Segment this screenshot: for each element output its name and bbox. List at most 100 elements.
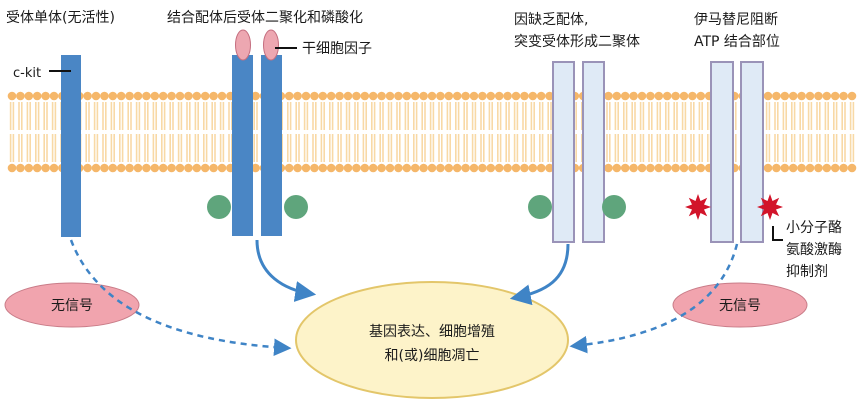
lipid-head xyxy=(788,91,798,101)
lipid-head xyxy=(284,163,294,173)
lipid-head xyxy=(536,163,546,173)
label-outcome-line1: 基因表达、细胞增殖 xyxy=(369,323,495,340)
lipid-head xyxy=(158,163,168,173)
lipid-head xyxy=(461,163,470,173)
mutant-receptor-left xyxy=(552,61,575,243)
no-signal-ellipse-left xyxy=(4,282,140,328)
lipid-head xyxy=(360,91,370,101)
lipid-head xyxy=(209,91,218,101)
lipid-head xyxy=(41,163,50,173)
lipid-head xyxy=(251,163,260,173)
lipid-head xyxy=(150,163,160,173)
lipid-head xyxy=(452,163,462,173)
lipid-head xyxy=(167,91,176,101)
lipid-head xyxy=(335,91,344,101)
lipid-head xyxy=(318,91,328,101)
lipid-head xyxy=(646,163,655,173)
label-outcome-line2: 和(或)细胞凋亡 xyxy=(385,348,480,364)
lipid-head xyxy=(486,91,496,101)
lipid-head xyxy=(679,91,689,101)
lipid-head xyxy=(32,91,42,101)
lipid-head xyxy=(335,163,344,173)
lipid-head xyxy=(452,91,462,101)
lipid-head xyxy=(343,91,353,101)
lipid-head xyxy=(326,91,336,101)
tki-pointer-line xyxy=(772,226,783,241)
lipid-head xyxy=(284,91,294,101)
blocked-receptor-left xyxy=(710,61,734,243)
outcome-ellipse xyxy=(295,281,569,399)
label-monomer-inactive: 受体单体(无活性) xyxy=(6,10,115,26)
lipid-head xyxy=(310,91,319,101)
label-no-signal-right: 无信号 xyxy=(719,298,761,314)
lipid-head xyxy=(368,163,378,173)
lipid-head xyxy=(91,91,101,101)
stem-cell-factor-ligand-left xyxy=(235,29,251,61)
lipid-head xyxy=(301,91,311,101)
label-imatinib-line1: 伊马替尼阻断 xyxy=(694,12,778,28)
receptor-dimer-right xyxy=(261,55,282,236)
lipid-head xyxy=(436,163,445,173)
lipid-head xyxy=(385,163,395,173)
lipid-head xyxy=(637,91,647,101)
lipid-head xyxy=(688,91,697,101)
lipid-head xyxy=(125,163,134,173)
lipid-head xyxy=(839,91,848,101)
lipid-head xyxy=(545,163,554,173)
label-tki-line2: 氨酸激酶 xyxy=(786,241,842,258)
lipid-head xyxy=(419,163,428,173)
lipid-head xyxy=(32,163,42,173)
lipid-head xyxy=(545,91,554,101)
lipid-head xyxy=(780,91,790,101)
lipid-head xyxy=(536,91,546,101)
lipid-head xyxy=(797,163,806,173)
lipid-head xyxy=(167,163,176,173)
lipid-head xyxy=(444,91,454,101)
dashed-arrow-monomer-to-outcome xyxy=(69,239,292,356)
lipid-head xyxy=(822,163,832,173)
lipid-head xyxy=(150,91,160,101)
lipid-head xyxy=(142,91,151,101)
lipid-head xyxy=(654,91,664,101)
lipid-head xyxy=(612,163,622,173)
lipid-head xyxy=(679,163,689,173)
lipid-head xyxy=(847,91,857,101)
lipid-head xyxy=(175,91,185,101)
lipid-head xyxy=(671,91,680,101)
lipid-head xyxy=(511,163,521,173)
lipid-head xyxy=(377,91,386,101)
label-mutant-line2: 突变受体形成二聚体 xyxy=(514,34,640,50)
lipid-head xyxy=(360,163,370,173)
lipid-head xyxy=(629,91,638,101)
label-tki-line1: 小分子酪 xyxy=(786,220,842,236)
inhibitor-star-left-icon xyxy=(685,194,711,220)
lipid-head xyxy=(217,163,227,173)
label-no-signal-left: 无信号 xyxy=(51,298,93,314)
lipid-head xyxy=(83,163,92,173)
lipid-head xyxy=(301,163,311,173)
lipid-head xyxy=(209,163,218,173)
phosphate-group-right xyxy=(284,195,308,219)
lipid-head xyxy=(696,163,706,173)
lipid-head xyxy=(478,91,487,101)
lipid-head xyxy=(125,91,134,101)
lipid-head xyxy=(16,163,25,173)
lipid-head xyxy=(91,163,101,173)
lipid-head xyxy=(410,163,420,173)
lipid-head xyxy=(662,163,672,173)
lipid-head xyxy=(830,163,840,173)
arrow-dimer-to-outcome xyxy=(255,239,317,302)
lipid-head xyxy=(7,91,17,101)
lipid-head xyxy=(200,91,210,101)
lipid-head xyxy=(427,163,437,173)
lipid-head xyxy=(763,91,773,101)
lipid-head xyxy=(814,91,823,101)
lipid-head xyxy=(469,91,479,101)
lipid-head xyxy=(83,91,92,101)
lipid-head xyxy=(520,91,529,101)
dashed-arrow-blocked-to-outcome xyxy=(569,243,739,354)
stem-cell-factor-ligand-right xyxy=(263,29,279,61)
lipid-head xyxy=(688,163,697,173)
lipid-head xyxy=(318,163,328,173)
